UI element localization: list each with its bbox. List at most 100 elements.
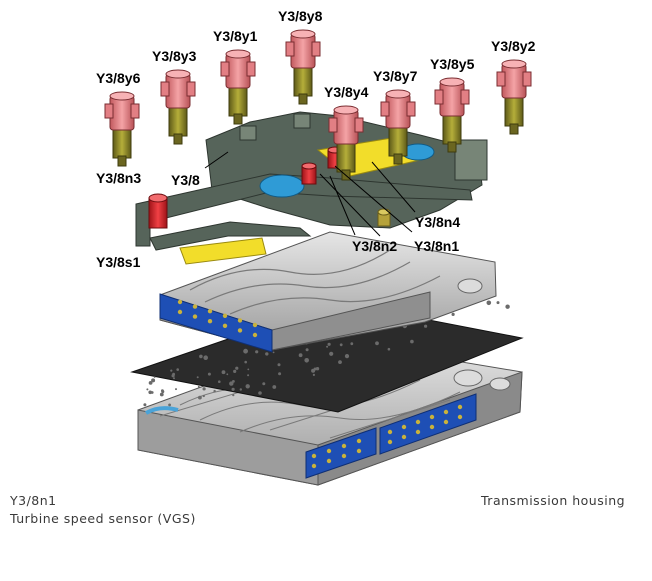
plate-hole	[196, 376, 199, 379]
plate-hole	[148, 381, 153, 385]
plate-hole	[410, 339, 414, 344]
label-y3-8n2: Y3/8n2	[352, 238, 398, 254]
connector-pin	[237, 318, 243, 323]
connector-pin	[222, 313, 228, 318]
connector-pin	[401, 424, 407, 430]
plate-hole	[172, 372, 176, 376]
plate-hole	[168, 403, 172, 407]
label-y3-8y8: Y3/8y8	[278, 8, 323, 24]
plate-hole	[229, 381, 234, 386]
plate-hole	[339, 343, 343, 347]
plate-hole	[247, 368, 250, 371]
plate-hole	[272, 385, 277, 389]
label-y3-8s1: Y3/8s1	[96, 254, 141, 270]
label-y3-8n4: Y3/8n4	[415, 214, 461, 230]
plate-hole	[262, 382, 266, 386]
plate-hole	[231, 387, 235, 391]
connector-pin	[207, 309, 213, 314]
connector-pin	[311, 463, 317, 469]
plate-hole	[226, 373, 229, 376]
plate-hole	[221, 370, 226, 375]
plate-hole	[235, 366, 239, 370]
connector-pin	[457, 414, 463, 420]
connector-pin	[192, 314, 198, 319]
plate-hole	[505, 304, 510, 309]
connector-pin	[192, 304, 198, 309]
plate-hole	[298, 353, 303, 358]
label-y3-8: Y3/8	[171, 172, 200, 188]
plate-hole	[232, 394, 235, 397]
caption-code: Y3/8n1	[10, 493, 57, 508]
plate-hole	[265, 352, 269, 356]
plate-hole	[329, 351, 334, 356]
y3-8y2-solenoid	[496, 59, 532, 135]
plate-hole	[199, 354, 203, 359]
plate-hole	[304, 358, 310, 363]
connector-pin	[387, 439, 393, 445]
plate-hole	[277, 363, 281, 367]
connector-pin	[443, 409, 449, 415]
plate-hole	[198, 395, 202, 400]
plate-hole	[213, 389, 216, 393]
plate-hole	[159, 392, 164, 397]
plate-hole	[344, 354, 350, 359]
sensor-cable	[145, 406, 179, 415]
plate-hole	[338, 360, 342, 364]
plate-hole	[207, 372, 211, 376]
label-y3-8y7: Y3/8y7	[373, 68, 418, 84]
plate-hole	[375, 341, 379, 346]
connector-pin	[237, 328, 243, 333]
plate-hole	[239, 388, 242, 391]
y3-8y8-solenoid	[285, 29, 321, 105]
plate-hole	[387, 347, 391, 351]
upper-connector-strip	[159, 293, 273, 353]
y3-8y4-solenoid	[328, 105, 364, 181]
plate-hole	[176, 368, 179, 371]
y3-8y5-solenoid	[434, 77, 470, 153]
y3-8s1-sensor-strip	[179, 237, 267, 265]
plate-hole	[486, 300, 492, 306]
connector-pin	[326, 458, 332, 464]
plate-hole	[424, 324, 428, 328]
plate-hole	[350, 342, 354, 346]
connector-pin	[177, 299, 183, 305]
label-y3-8y6: Y3/8y6	[96, 70, 141, 86]
connector-pin	[387, 429, 393, 435]
connector-pin	[356, 438, 362, 444]
plate-hole	[278, 372, 282, 376]
connector-pin	[401, 434, 407, 440]
plate-hole	[173, 377, 175, 380]
plate-hole	[161, 389, 164, 393]
carrier-connector-block	[454, 139, 488, 181]
y3-8n3-sensor	[148, 193, 168, 229]
connector-pin	[415, 419, 421, 425]
connector-pin	[252, 322, 258, 328]
plate-hole	[202, 387, 206, 391]
label-y3-8y1: Y3/8y1	[213, 28, 258, 44]
connector-pin	[207, 319, 213, 324]
plate-hole	[258, 391, 262, 395]
plate-hole	[233, 369, 237, 373]
plate-hole	[312, 373, 315, 376]
connector-pin	[429, 414, 435, 420]
plate-hole	[326, 345, 329, 348]
leader-lines	[204, 151, 416, 237]
connector-pin	[356, 448, 362, 454]
carrier-boss	[293, 113, 311, 129]
label-y3-8y2: Y3/8y2	[491, 38, 536, 54]
plate-hole	[243, 348, 249, 354]
plate-hole	[197, 385, 200, 388]
connector-pin	[415, 429, 421, 435]
plate-hole	[305, 348, 309, 352]
label-y3-8y3: Y3/8y3	[152, 48, 197, 64]
plate-hole	[272, 351, 275, 354]
plate-hole	[146, 388, 149, 391]
label-y3-8n3: Y3/8n3	[96, 170, 142, 186]
y3-8y3-solenoid	[160, 69, 196, 145]
plate-hole	[496, 301, 500, 305]
caption-description: Turbine speed sensor (VGS)	[10, 511, 196, 526]
plate-hole	[151, 378, 156, 383]
plate-hole	[247, 374, 250, 377]
y3-8n1-sensor	[301, 162, 317, 185]
plate-hole	[315, 367, 320, 371]
